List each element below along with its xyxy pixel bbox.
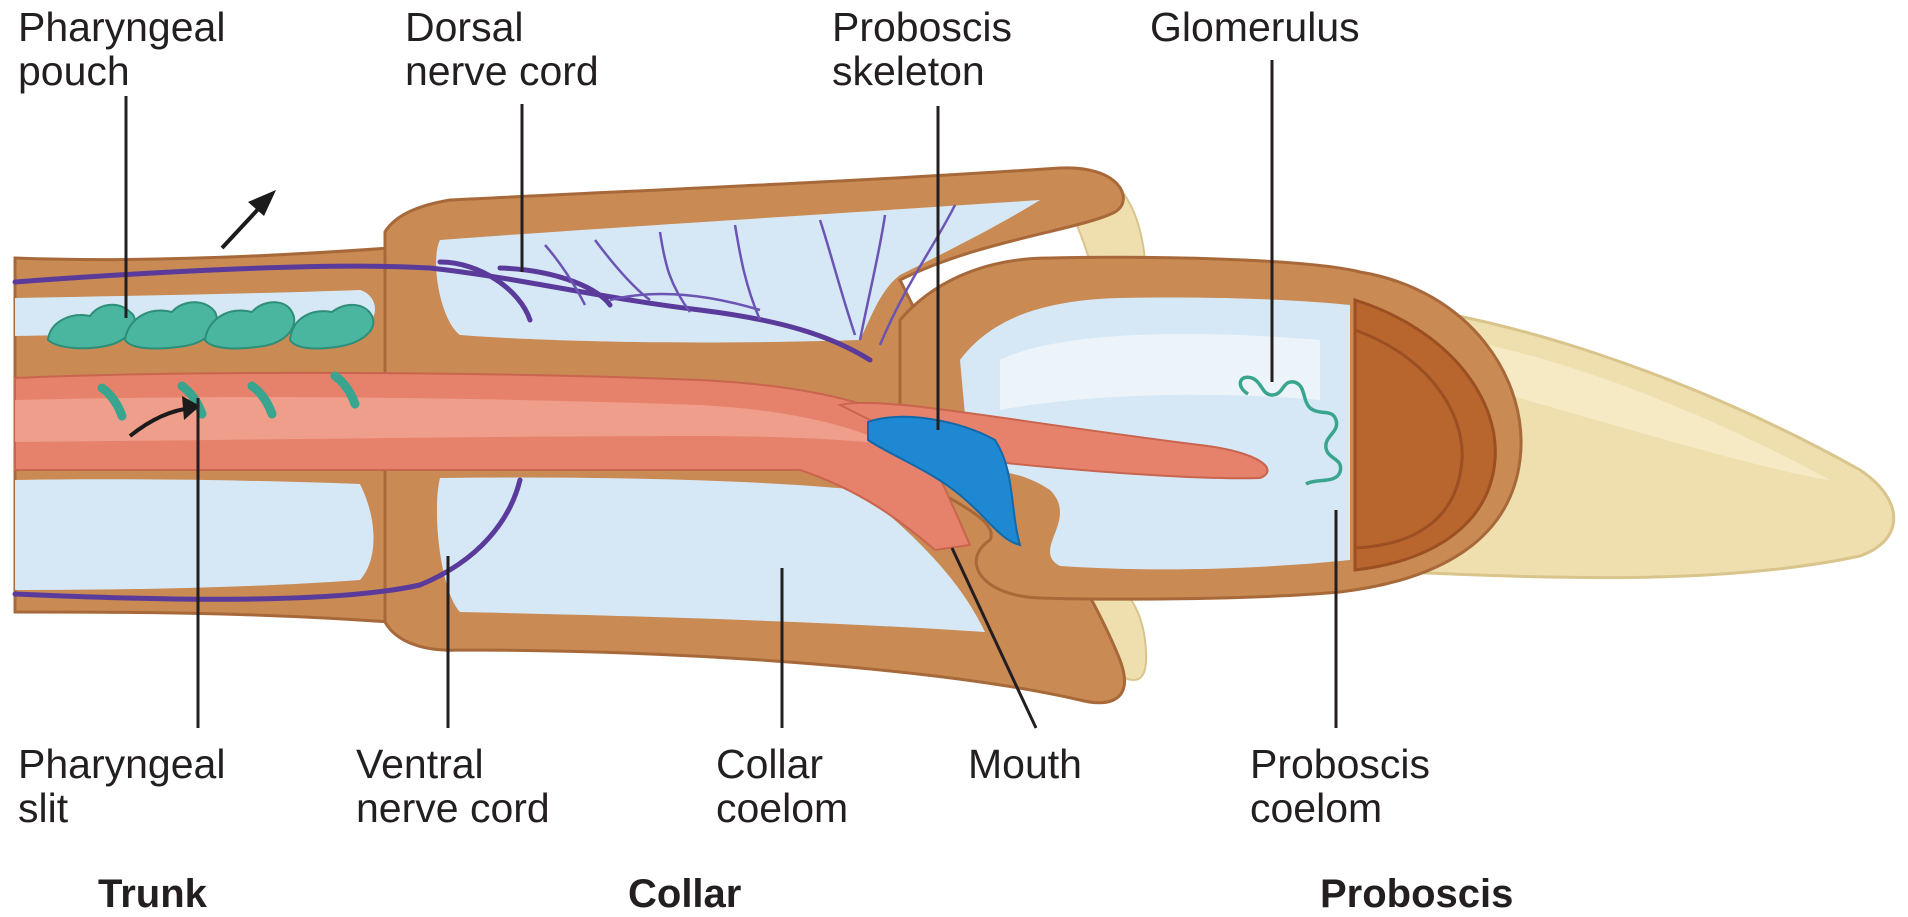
label-line: nerve cord <box>356 786 550 830</box>
label-line: Proboscis <box>832 5 1012 49</box>
label-line: slit <box>18 786 225 830</box>
label-line: Glomerulus <box>1150 5 1360 49</box>
label-line: Pharyngeal <box>18 5 225 49</box>
label-pharyngeal-slit: Pharyngeal slit <box>18 742 225 830</box>
label-line: Ventral <box>356 742 550 786</box>
label-line: Mouth <box>968 742 1082 786</box>
label-line: Collar <box>716 742 848 786</box>
label-mouth: Mouth <box>968 742 1082 786</box>
region-proboscis: Proboscis <box>1320 872 1513 917</box>
arrow-out-head <box>248 190 276 216</box>
label-ventral-nerve-cord: Ventral nerve cord <box>356 742 550 830</box>
label-dorsal-nerve-cord: Dorsal nerve cord <box>405 5 599 93</box>
label-line: nerve cord <box>405 49 599 93</box>
label-proboscis-skeleton: Proboscis skeleton <box>832 5 1012 93</box>
region-collar: Collar <box>628 872 741 917</box>
label-line: Proboscis <box>1250 742 1430 786</box>
label-glomerulus: Glomerulus <box>1150 5 1360 49</box>
label-line: coelom <box>716 786 848 830</box>
label-line: Pharyngeal <box>18 742 225 786</box>
label-line: Dorsal <box>405 5 599 49</box>
label-pharyngeal-pouch: Pharyngeal pouch <box>18 5 225 93</box>
label-line: coelom <box>1250 786 1430 830</box>
label-line: skeleton <box>832 49 1012 93</box>
label-collar-coelom: Collar coelom <box>716 742 848 830</box>
arrow-out <box>222 205 262 248</box>
region-trunk: Trunk <box>98 872 207 917</box>
label-line: pouch <box>18 49 225 93</box>
label-proboscis-coelom: Proboscis coelom <box>1250 742 1430 830</box>
trunk-lower-coelom <box>15 479 374 590</box>
